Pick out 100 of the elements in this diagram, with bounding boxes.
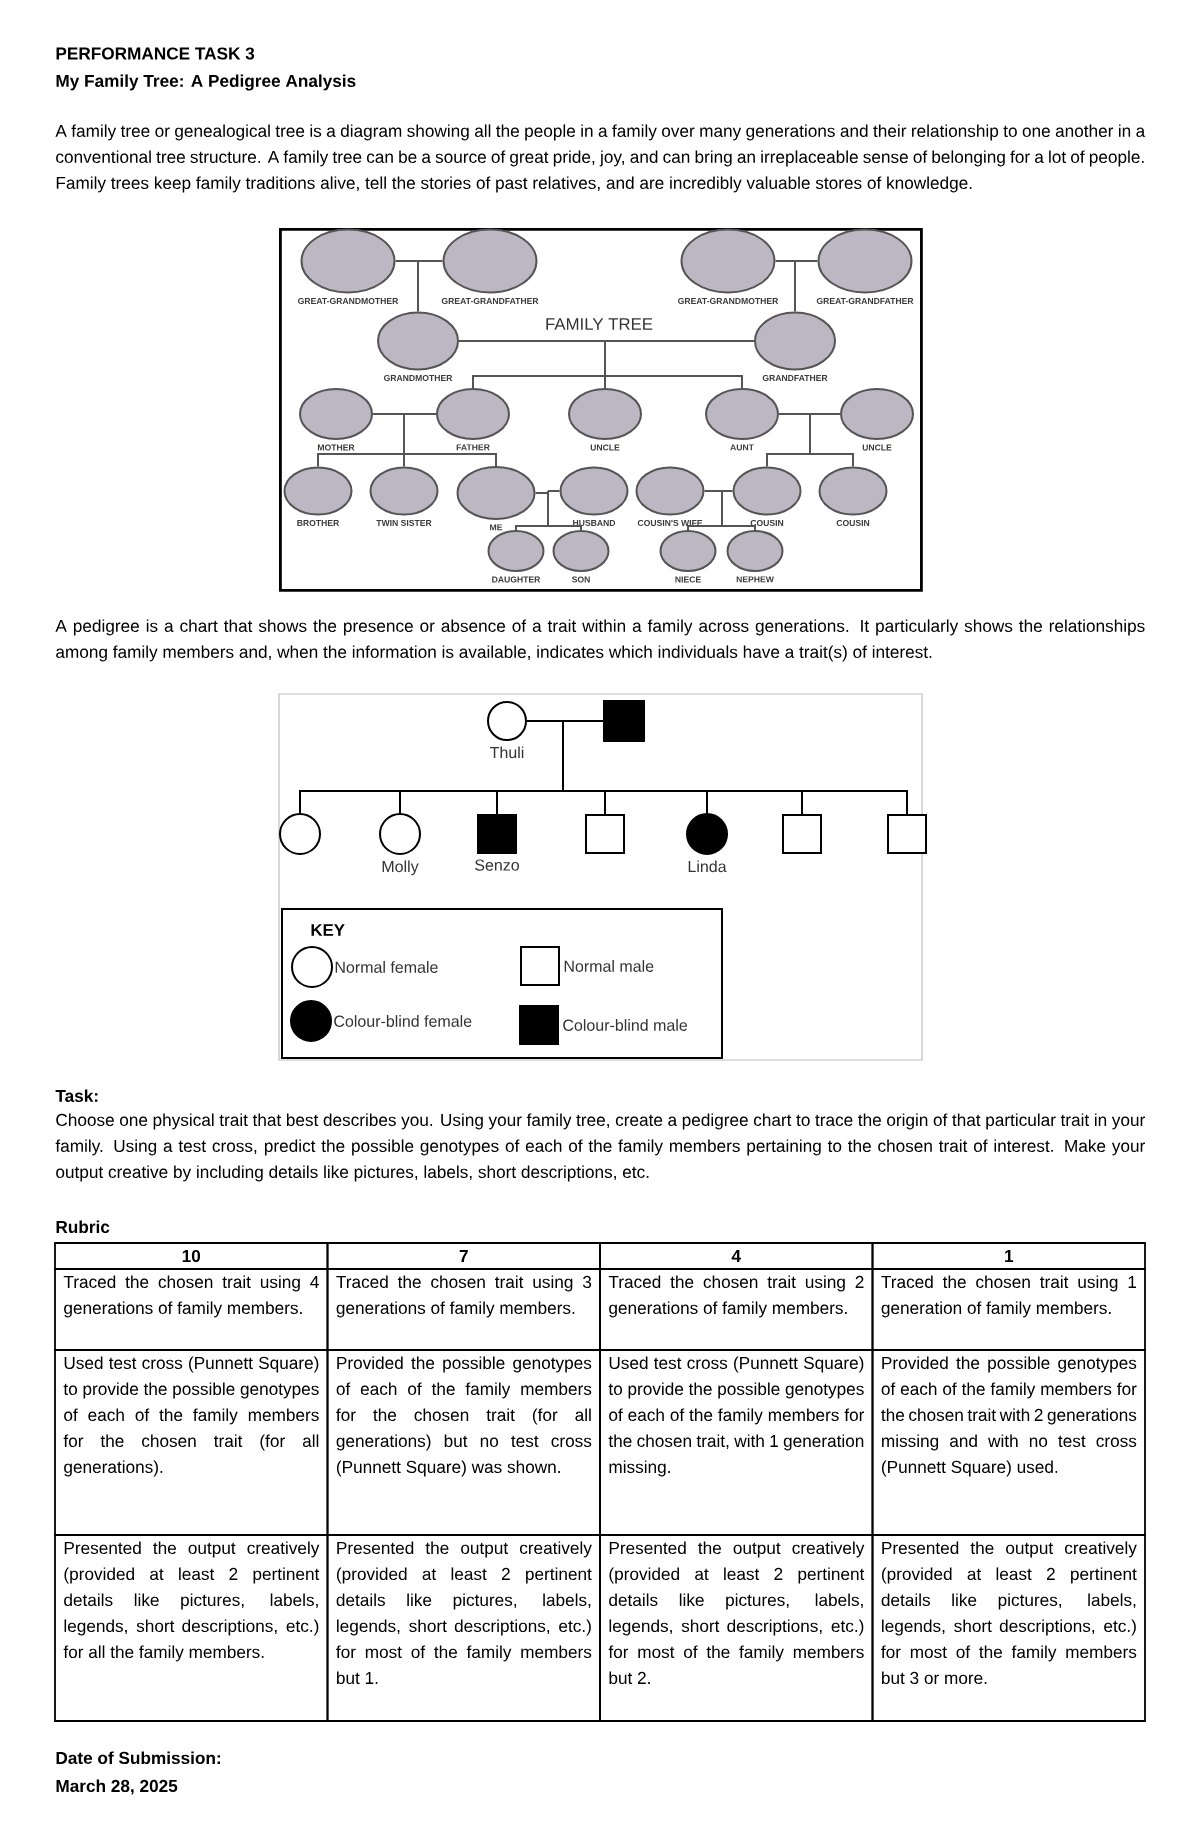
table-cell: Traced the chosen trait using 3 generations of family members. — [326, 1268, 601, 1351]
connector-line — [403, 413, 405, 455]
node-label: GREAT-GRANDFATHER — [441, 297, 539, 304]
table-cell: Presented the output creatively (provided at least 2 pertinent details like pictures, labels, legends, short descriptions, etc.) for most of the family members but 2. — [599, 1534, 874, 1722]
heading: March 28, 2025 — [56, 1779, 178, 1795]
node-label: GRANDFATHER — [762, 374, 828, 381]
connector-line — [604, 340, 755, 342]
connector-line — [809, 453, 854, 468]
heading: PERFORMANCE TASK 3 — [56, 47, 255, 60]
node-label: Senzo — [475, 859, 519, 871]
node-label: COUSIN — [836, 519, 870, 526]
node-label: Thuli — [490, 746, 524, 759]
node-label: ME — [490, 524, 503, 531]
connector-line — [604, 340, 606, 377]
heading: Task: — [55, 1089, 98, 1103]
table-cell: Presented the output creatively (provided at least 2 pertinent details like pictures, labels, legends, short descriptions, etc.) for most of the family members but 1. — [326, 1534, 601, 1722]
node-label: Linda — [688, 860, 727, 873]
table-cell: Presented the output creatively (provided at least 2 pertinent details like pictures, labels, legends, short descriptions, etc.) for all the family members. — [54, 1534, 329, 1722]
pedigree-square: Senzo — [475, 814, 519, 871]
connector-line — [562, 790, 908, 815]
node-label: HUSBAND — [573, 519, 616, 526]
connector-line — [766, 453, 811, 468]
pedigree-square — [585, 814, 625, 854]
connector-line — [687, 525, 723, 531]
table-cell: Traced the chosen trait using 1 generation of family members. — [871, 1268, 1146, 1351]
connector-line — [604, 375, 743, 389]
connector-line — [394, 260, 419, 262]
legend-item: Normal male — [520, 946, 654, 986]
legend-item: Normal female — [291, 946, 438, 988]
node-label: DAUGHTER — [492, 576, 541, 583]
node-label: FATHER — [456, 444, 490, 451]
connector-line — [403, 413, 437, 415]
table-cell: Traced the chosen trait using 4 generations of family members. — [54, 1268, 329, 1351]
connector-line — [809, 413, 811, 455]
connector-line — [562, 720, 604, 722]
heading: My Family Tree: A Pedigree Analysis — [56, 74, 356, 91]
connector-line — [809, 413, 841, 415]
connector-line — [562, 720, 564, 792]
node-label: SON — [571, 576, 590, 583]
connector-line — [794, 260, 796, 301]
table-cell: Used test cross (Punnett Square) to provide the possible genotypes of each of the family members for the chosen trait (for all generations). — [54, 1349, 329, 1536]
pedigree-circle — [279, 813, 321, 855]
node-label: TWIN SISTER — [376, 519, 432, 526]
connector-line — [417, 260, 419, 301]
connector-line — [458, 340, 606, 342]
pedigree-square — [782, 814, 822, 854]
node-label: GREAT-GRANDMOTHER — [678, 297, 779, 304]
connector-line — [417, 299, 419, 313]
node-label: NIECE — [675, 576, 701, 583]
connector-line — [496, 790, 564, 815]
connector-line — [317, 453, 405, 468]
table-header-cell: 7 — [326, 1242, 601, 1270]
node-label: COUSIN — [750, 519, 784, 526]
table-cell: Provided the possible genotypes of each of the family members for the chosen trait with 2 generations missing and with no test cross (Punnett Square) used. — [871, 1349, 1146, 1536]
pedigree-square — [887, 814, 927, 854]
heading: Rubric — [56, 1220, 110, 1234]
table-header-cell: 10 — [54, 1242, 329, 1270]
table-cell: Used test cross (Punnett Square) to provide the possible genotypes of each of the family members for the chosen trait, with 1 generation missing. — [599, 1349, 874, 1536]
node-label: NEPHEW — [736, 576, 774, 583]
connector-line — [534, 492, 549, 494]
table-cell: Presented the output creatively (provided at least 2 pertinent details like pictures, labels, legends, short descriptions, etc.) for most of the family members but 3 or more. — [871, 1534, 1146, 1722]
connector-line — [721, 490, 723, 527]
pedigree-square — [603, 700, 645, 742]
connector-line — [721, 490, 734, 492]
node-label: GREAT-GRANDMOTHER — [298, 297, 399, 304]
node-label: MOTHER — [317, 444, 355, 451]
connector-line — [774, 260, 796, 262]
connector-line — [547, 525, 582, 531]
node-label: Molly — [382, 860, 419, 876]
paragraph: Choose one physical trait that best describes you. Using your family tree, create a pedigree chart to trace the origin of that particular trait in your family. Using a test cross, predict the possible genotypes of each of the family members pertaining to the chosen trait of interest. Make your output creative by including details like pictures, labels, short descriptions, etc. — [55, 1113, 1145, 1182]
node-label: UNCLE — [590, 444, 620, 451]
connector-line — [526, 720, 564, 722]
paragraph: A family tree or genealogical tree is a diagram showing all the people in a family over many generations and their relationship to one another in a conventional tree structure. A family tree can be a source of great pride, joy, and can bring an irreplaceable sense of belonging for a lot of people. Family trees keep family traditions alive, tell the stories of past relatives, and are incredibly valuable stores of knowledge. — [55, 124, 1146, 193]
paragraph: A pedigree is a chart that shows the presence or absence of a trait within a family across generations. It particularly shows the relationships among family members and, when the information is available, indicates which individuals have a trait(s) of interest. — [55, 619, 1145, 662]
node-label: UNCLE — [862, 444, 892, 451]
connector-line — [794, 260, 819, 262]
node-label: BROTHER — [297, 519, 340, 526]
table-header-cell: 1 — [871, 1242, 1146, 1270]
node-label: GREAT-GRANDFATHER — [816, 297, 914, 304]
connector-line — [515, 525, 549, 531]
connector-line — [472, 375, 606, 389]
node-label: GRANDMOTHER — [383, 374, 453, 381]
connector-line — [703, 490, 723, 492]
table-header-cell: 4 — [599, 1242, 874, 1270]
key-heading: KEY — [311, 924, 345, 936]
connector-line — [721, 525, 756, 531]
connector-line — [778, 413, 811, 415]
connector-line — [372, 413, 405, 415]
heading: Date of Submission: — [56, 1751, 220, 1765]
connector-line — [417, 260, 444, 262]
table-cell: Provided the possible genotypes of each of the family members for the chosen trait (for all generations) but no test cross (Punnett Square) was shown. — [326, 1349, 601, 1536]
table-cell: Traced the chosen trait using 2 generations of family members. — [599, 1268, 874, 1351]
connector-line — [547, 490, 561, 492]
legend-item: Colour-blind male — [519, 1005, 688, 1045]
connector-line — [547, 490, 549, 527]
connector-line — [794, 299, 796, 313]
connector-line — [604, 375, 606, 389]
node-label: AUNT — [730, 444, 754, 451]
connector-line — [403, 453, 405, 468]
legend-item: Colour-blind female — [290, 1000, 472, 1042]
